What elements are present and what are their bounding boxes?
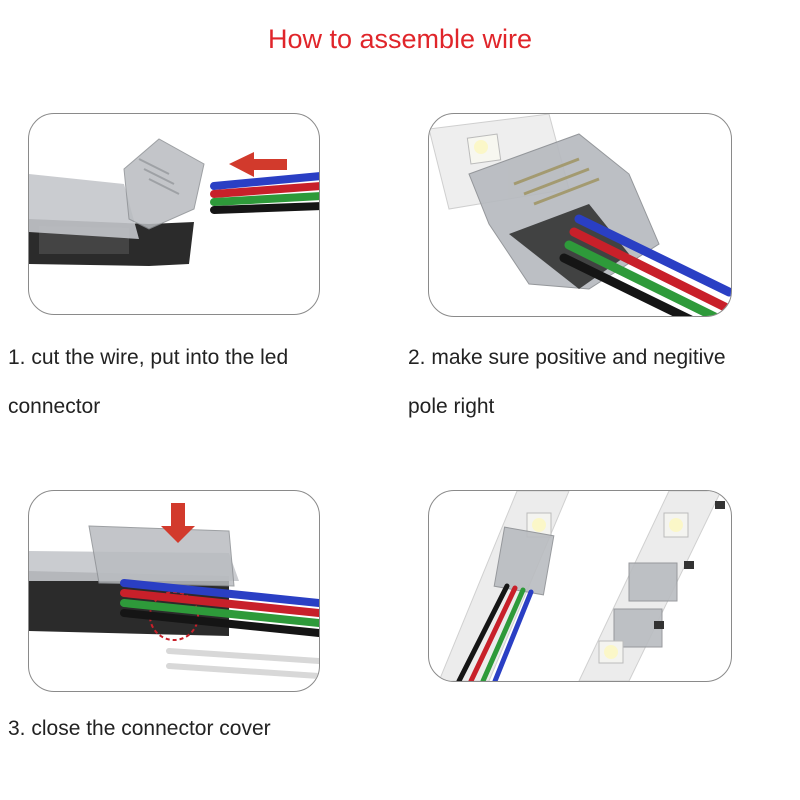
step-2-caption: 2. make sure positive and negitive pole …	[408, 333, 788, 431]
step-1-caption-line-1: 1. cut the wire, put into the led	[8, 346, 289, 369]
step-2-image	[428, 113, 732, 317]
step-2-caption-line-1: 2. make sure positive and negitive	[408, 346, 726, 369]
step-3-caption-line-1: 3. close the connector cover	[8, 717, 271, 740]
page-title: How to assemble wire	[267, 24, 533, 54]
step-1-caption-line-2: connector	[8, 395, 101, 418]
connector-closing-illustration	[29, 503, 319, 679]
step-3-image	[28, 490, 320, 692]
two-strips-connected-illustration	[438, 491, 725, 681]
connector-open-illustration	[29, 138, 319, 266]
step-1-image	[28, 113, 320, 315]
step-1-caption: 1. cut the wire, put into the led connec…	[8, 333, 378, 431]
step-4-image	[428, 490, 732, 682]
step-3-caption: 3. close the connector cover	[8, 704, 388, 753]
connector-on-strip-illustration	[429, 114, 731, 316]
step-2-caption-line-2: pole right	[408, 395, 495, 418]
